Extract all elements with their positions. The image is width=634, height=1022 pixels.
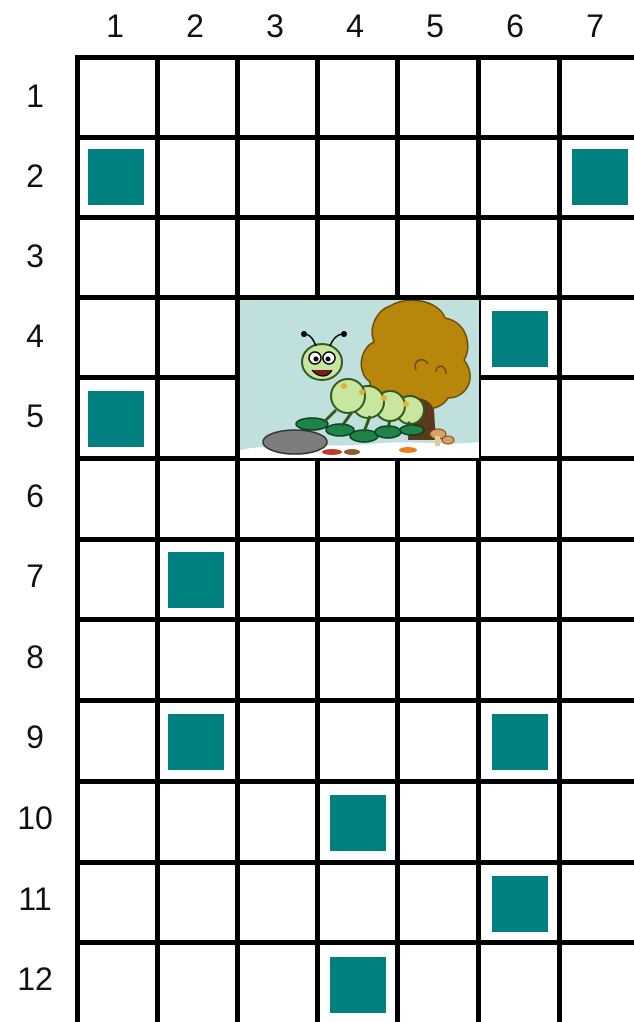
column-label: 5 [395,10,475,42]
column-label: 3 [235,10,315,42]
marked-square[interactable] [492,311,548,367]
row-label: 2 [0,160,70,192]
row-label: 11 [0,883,70,915]
marked-square[interactable] [88,149,144,205]
grid-line [235,55,240,1022]
grid-line [75,55,80,1022]
caterpillar-illustration-icon[interactable] [240,300,479,458]
column-label: 1 [75,10,155,42]
column-label: 7 [555,10,634,42]
column-label: 2 [155,10,235,42]
grid-line [557,55,562,1022]
column-label: 4 [315,10,395,42]
row-label: 6 [0,480,70,512]
row-label: 12 [0,963,70,995]
grid-line [315,55,320,1022]
row-label: 8 [0,641,70,673]
row-label: 4 [0,320,70,352]
marked-square[interactable] [168,552,224,608]
column-label: 6 [475,10,555,42]
grid-line [155,55,160,1022]
marked-square[interactable] [492,876,548,932]
row-label: 1 [0,80,70,112]
row-label: 3 [0,240,70,272]
grid-line [395,55,400,1022]
row-label: 5 [0,400,70,432]
grid-line [476,55,481,1022]
marked-square[interactable] [330,957,386,1013]
marked-square[interactable] [168,714,224,770]
row-label: 9 [0,721,70,753]
marked-square[interactable] [330,795,386,851]
row-label: 7 [0,560,70,592]
marked-square[interactable] [492,714,548,770]
marked-square[interactable] [88,391,144,447]
row-label: 10 [0,802,70,834]
marked-square[interactable] [572,149,628,205]
